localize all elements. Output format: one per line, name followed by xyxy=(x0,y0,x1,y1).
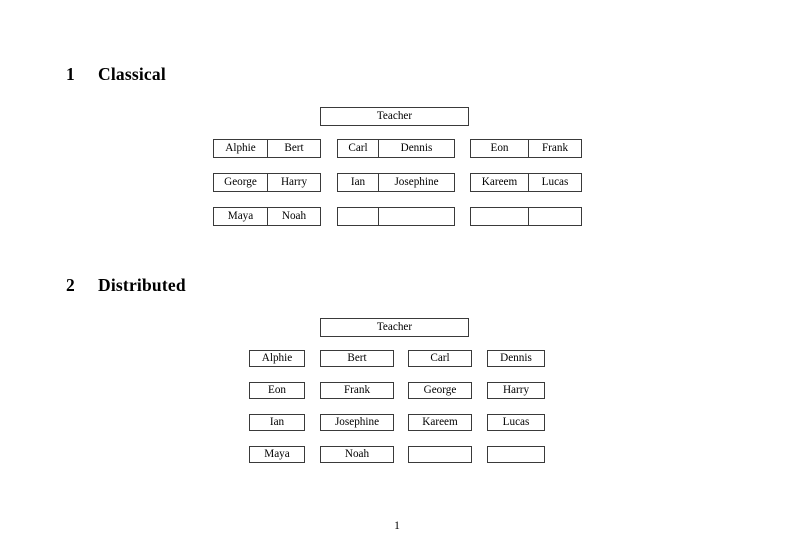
student-cell: Carl xyxy=(408,350,472,367)
student-cell: Dennis xyxy=(378,139,455,158)
teacher-cell: Teacher xyxy=(320,107,469,126)
table-row xyxy=(337,207,455,226)
row-spacer xyxy=(471,158,582,174)
student-cell: Maya xyxy=(213,207,268,226)
table-row: Teacher xyxy=(320,318,469,337)
student-cell-empty xyxy=(408,446,472,463)
student-cell: Josephine xyxy=(320,414,394,431)
table-row: Alphie Bert xyxy=(213,139,321,158)
row-spacer xyxy=(338,158,455,174)
classical-group-2: Carl Dennis Ian Josephine xyxy=(337,139,455,226)
table-row: George Harry xyxy=(213,173,321,192)
student-cell: Harry xyxy=(487,382,545,399)
row-spacer xyxy=(338,192,455,208)
student-cell: George xyxy=(408,382,472,399)
row-spacer xyxy=(214,158,321,174)
student-cell: George xyxy=(213,173,268,192)
student-cell-empty xyxy=(528,207,582,226)
student-cell-empty xyxy=(470,207,529,226)
page-number: 1 xyxy=(394,520,400,532)
section-heading-distributed: 2 Distributed xyxy=(66,275,186,296)
table-row xyxy=(470,207,582,226)
student-cell: Frank xyxy=(528,139,582,158)
student-cell: Frank xyxy=(320,382,394,399)
student-cell: Bert xyxy=(267,139,321,158)
student-cell: Alphie xyxy=(249,350,305,367)
section-title-2: Distributed xyxy=(98,275,186,295)
section-number-1: 1 xyxy=(66,64,75,84)
distributed-row-2: Eon Frank George Harry xyxy=(249,382,545,399)
student-cell: Alphie xyxy=(213,139,268,158)
student-cell: Ian xyxy=(337,173,379,192)
student-cell-empty xyxy=(337,207,379,226)
section-heading-classical: 1 Classical xyxy=(66,64,166,85)
student-cell: Lucas xyxy=(487,414,545,431)
student-cell-empty xyxy=(487,446,545,463)
distributed-row-3: Ian Josephine Kareem Lucas xyxy=(249,414,545,431)
table-row: Teacher xyxy=(320,107,469,126)
distributed-row-4: Maya Noah xyxy=(249,446,545,463)
student-cell: Dennis xyxy=(487,350,545,367)
student-cell: Eon xyxy=(249,382,305,399)
classical-group-1: Alphie Bert George Harry Maya Noah xyxy=(213,139,321,226)
student-cell: Maya xyxy=(249,446,305,463)
distributed-teacher-box: Teacher xyxy=(320,318,469,337)
section-number-2: 2 xyxy=(66,275,75,295)
student-cell: Carl xyxy=(337,139,379,158)
distributed-row-1: Alphie Bert Carl Dennis xyxy=(249,350,545,367)
table-row: Carl Dennis xyxy=(337,139,455,158)
section-title-1: Classical xyxy=(98,64,166,84)
student-cell: Josephine xyxy=(378,173,455,192)
student-cell: Kareem xyxy=(408,414,472,431)
student-cell: Eon xyxy=(470,139,529,158)
table-row: Maya Noah xyxy=(213,207,321,226)
student-cell: Noah xyxy=(267,207,321,226)
student-cell: Harry xyxy=(267,173,321,192)
row-spacer xyxy=(214,192,321,208)
classical-teacher-box: Teacher xyxy=(320,107,469,126)
student-cell: Lucas xyxy=(528,173,582,192)
student-cell-empty xyxy=(378,207,455,226)
student-cell: Ian xyxy=(249,414,305,431)
table-row: Kareem Lucas xyxy=(470,173,582,192)
teacher-cell: Teacher xyxy=(320,318,469,337)
student-cell: Noah xyxy=(320,446,394,463)
table-row: Eon Frank xyxy=(470,139,582,158)
student-cell: Bert xyxy=(320,350,394,367)
row-spacer xyxy=(471,192,582,208)
table-row: Ian Josephine xyxy=(337,173,455,192)
student-cell: Kareem xyxy=(470,173,529,192)
classical-group-3: Eon Frank Kareem Lucas xyxy=(470,139,582,226)
